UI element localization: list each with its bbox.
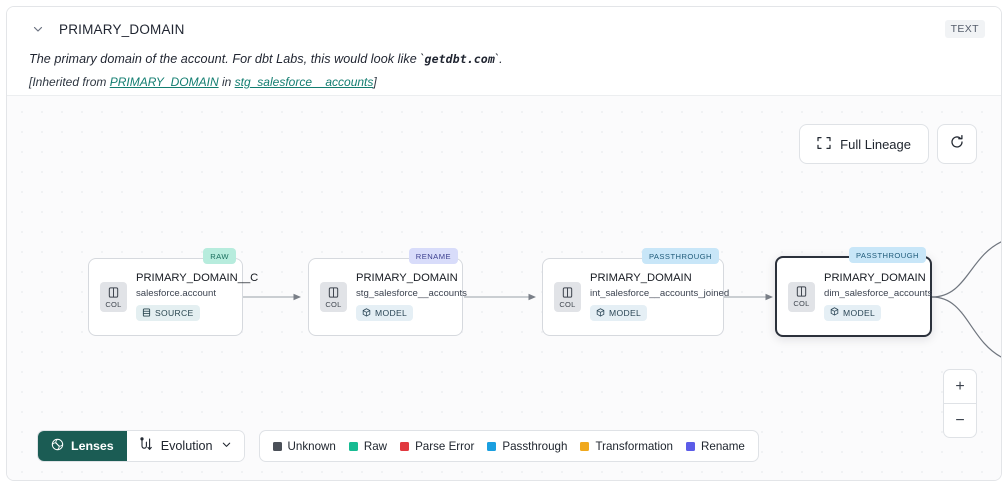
inherited-from-note: [Inherited from PRIMARY_DOMAIN in stg_sa… <box>29 75 985 89</box>
legend-item: Passthrough <box>487 440 567 453</box>
node-badge: RENAME <box>408 248 458 264</box>
inherited-prefix: [Inherited from <box>29 75 110 89</box>
chevron-down-icon <box>221 439 232 453</box>
legend-label: Transformation <box>595 439 673 453</box>
lineage-node[interactable]: RENAME COL PRIMARY_DOMAIN stg_salesforce… <box>308 248 467 336</box>
evolution-label: Evolution <box>160 439 213 453</box>
node-subtitle: dim_salesforce_accounts <box>824 287 933 299</box>
node-subtitle: salesforce.account <box>136 288 216 300</box>
zoom-out-button[interactable]: − <box>955 411 965 429</box>
legend-label: Parse Error <box>415 439 475 453</box>
lineage-node[interactable]: RAW COL PRIMARY_DOMAIN__C salesforce.acc… <box>88 248 258 336</box>
legend: Unknown Raw Parse Error Passthrough <box>258 430 759 462</box>
status-badge: TEXT <box>944 20 985 38</box>
zoom-controls: + − <box>943 369 977 438</box>
lenses-group: Lenses Evolution <box>37 430 245 462</box>
legend-item: Transformation <box>580 440 673 453</box>
node-body: PRIMARY_DOMAIN dim_salesforce_accounts M… <box>824 272 932 322</box>
evolution-dropdown[interactable]: Evolution <box>126 431 244 461</box>
database-icon <box>142 308 151 319</box>
zoom-in-button[interactable]: + <box>955 377 965 395</box>
refresh-button[interactable] <box>937 124 977 164</box>
cube-icon <box>362 308 371 319</box>
legend-item: Unknown <box>272 439 336 453</box>
column-icon-label: COL <box>105 299 122 309</box>
legend-swatch <box>487 441 497 451</box>
node-type-pill: MODEL <box>824 304 882 321</box>
canvas-top-controls: Full Lineage <box>799 124 977 164</box>
legend-swatch <box>580 441 590 451</box>
inherited-model-link[interactable]: stg_salesforce__accounts <box>234 75 374 89</box>
lineage-node-selected[interactable]: PASSTHROUGH COL PRIMARY_DOMAIN dim_sales… <box>775 247 932 337</box>
legend-item: Parse Error <box>400 440 474 453</box>
node-type-pill: SOURCE <box>136 305 200 322</box>
legend-swatch <box>686 441 695 451</box>
node-title: PRIMARY_DOMAIN <box>824 271 926 284</box>
cube-icon <box>830 307 839 318</box>
panel-header: PRIMARY_DOMAIN TEXT The primary domain o… <box>7 7 1001 95</box>
legend-swatch <box>348 441 358 451</box>
column-description: The primary domain of the account. For d… <box>29 52 985 66</box>
expand-icon <box>817 136 831 153</box>
cube-icon <box>596 308 605 319</box>
node-type-pill: MODEL <box>356 305 414 322</box>
column-icon: COL <box>320 282 347 312</box>
inherited-column-link[interactable]: PRIMARY_DOMAIN <box>109 75 219 89</box>
lineage-canvas[interactable]: Full Lineage RAW <box>7 95 1001 480</box>
legend-swatch <box>272 441 282 451</box>
lenses-button[interactable]: Lenses <box>38 431 127 461</box>
legend-label: Raw <box>363 439 388 453</box>
refresh-icon <box>949 134 965 155</box>
node-title: PRIMARY_DOMAIN <box>356 272 458 285</box>
lineage-node[interactable]: PASSTHROUGH COL PRIMARY_DOMAIN int_sales… <box>542 248 729 336</box>
node-title: PRIMARY_DOMAIN__C <box>136 272 259 285</box>
inherited-suffix: ] <box>373 75 377 89</box>
legend-item: Raw <box>348 439 388 453</box>
lenses-label: Lenses <box>71 439 114 453</box>
node-type-label: MODEL <box>843 307 876 318</box>
legend-label: Unknown <box>287 439 336 453</box>
full-lineage-button[interactable]: Full Lineage <box>799 124 929 164</box>
node-badge: PASSTHROUGH <box>848 247 926 263</box>
node-subtitle: int_salesforce__accounts_joined <box>590 288 730 300</box>
description-text-post: `. <box>494 52 503 66</box>
node-body: PRIMARY_DOMAIN__C salesforce.account SOU… <box>136 272 258 322</box>
lens-icon <box>51 438 64 454</box>
column-icon: COL <box>554 282 581 312</box>
description-code: getdbt.com <box>424 52 495 66</box>
divider <box>944 403 976 404</box>
column-icon-label: COL <box>793 299 810 308</box>
full-lineage-label: Full Lineage <box>840 136 911 152</box>
column-icon-label: COL <box>559 299 576 309</box>
inherited-mid: in <box>218 75 235 89</box>
node-badge: PASSTHROUGH <box>641 248 719 264</box>
node-type-label: SOURCE <box>155 308 194 319</box>
legend-label: Rename <box>701 439 745 453</box>
node-body: PRIMARY_DOMAIN stg_salesforce__accounts … <box>356 272 467 322</box>
node-subtitle: stg_salesforce__accounts <box>356 288 467 300</box>
legend-label: Passthrough <box>502 439 568 453</box>
node-type-pill: MODEL <box>590 305 648 322</box>
node-type-label: MODEL <box>609 308 642 319</box>
column-icon: COL <box>788 281 815 312</box>
node-title: PRIMARY_DOMAIN <box>590 272 692 285</box>
chevron-down-icon[interactable] <box>29 20 47 38</box>
node-badge: RAW <box>203 248 236 264</box>
evolution-icon <box>139 437 153 455</box>
canvas-bottom-bar: Lenses Evolution <box>37 430 759 462</box>
legend-swatch <box>400 441 410 451</box>
page-title: PRIMARY_DOMAIN <box>59 21 185 37</box>
column-detail-panel: PRIMARY_DOMAIN TEXT The primary domain o… <box>6 6 1002 481</box>
column-icon: COL <box>100 282 127 312</box>
legend-item: Rename <box>686 440 745 453</box>
node-body: PRIMARY_DOMAIN int_salesforce__accounts_… <box>590 272 729 322</box>
column-icon-label: COL <box>325 299 342 309</box>
description-text-pre: The primary domain of the account. For d… <box>29 52 425 66</box>
node-type-label: MODEL <box>375 308 408 319</box>
